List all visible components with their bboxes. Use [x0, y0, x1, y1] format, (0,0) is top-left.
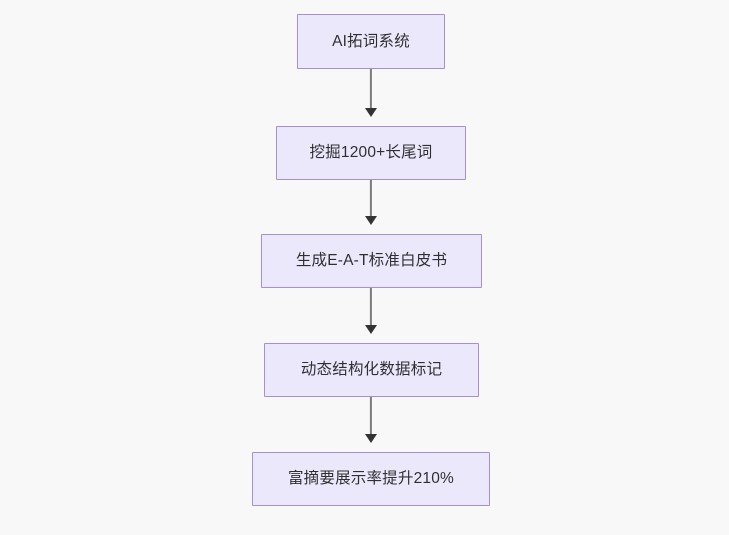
flow-node-label: 富摘要展示率提升210%	[287, 470, 455, 488]
arrowhead-icon	[365, 216, 377, 225]
flow-node-eat-whitepaper[interactable]: 生成E-A-T标准白皮书	[261, 234, 482, 288]
flow-node-rich-snippet-uplift[interactable]: 富摘要展示率提升210%	[252, 452, 490, 506]
connector-line	[369, 288, 373, 326]
arrowhead-icon	[365, 108, 377, 117]
flow-node-longtail-keywords[interactable]: 挖掘1200+长尾词	[276, 126, 466, 180]
flow-node-label: 生成E-A-T标准白皮书	[295, 252, 448, 270]
arrowhead-icon	[365, 434, 377, 443]
flow-node-label: AI拓词系统	[332, 32, 410, 50]
flow-node-structured-data-markup[interactable]: 动态结构化数据标记	[264, 343, 479, 397]
connector-line	[369, 69, 373, 109]
flow-node-label: 动态结构化数据标记	[300, 361, 443, 379]
arrowhead-icon	[365, 325, 377, 334]
flow-node-label: 挖掘1200+长尾词	[309, 144, 433, 162]
flow-node-ai-keyword-system[interactable]: AI拓词系统	[297, 14, 445, 69]
connector-line	[369, 180, 373, 217]
connector-line	[369, 397, 373, 435]
